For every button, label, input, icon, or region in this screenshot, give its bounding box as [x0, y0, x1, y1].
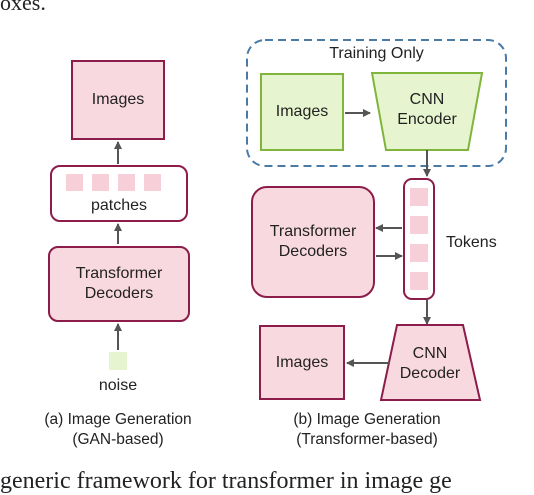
panel-a-caption-line1: (a) Image Generation: [44, 411, 192, 428]
panel-a-caption-line2: (GAN-based): [72, 431, 164, 449]
patch-cell: [92, 174, 109, 191]
panel-b-train-images-box: Images: [260, 73, 344, 151]
cnn-encoder-shape: [370, 72, 484, 151]
bottom-text-fragment: generic framework for transformer in ima…: [0, 468, 452, 494]
token-cell: [410, 216, 428, 234]
panel-b-caption-line1: (b) Image Generation: [293, 411, 441, 428]
panel-a-patches-label: patches: [90, 197, 148, 214]
cnn-decoder-label: CNN Decoder: [399, 345, 461, 382]
cnn-encoder-label: CNN Encoder: [397, 91, 457, 128]
patch-cell: [118, 174, 135, 191]
panel-b-decoders-label: Transformer Decoders: [269, 223, 357, 260]
panel-a-patches-box: patches: [50, 165, 188, 222]
panel-a-caption: (a) Image Generation (GAN-based): [18, 410, 218, 450]
panel-b-out-images-box: Images: [259, 325, 345, 400]
panel-a-images-box: Images: [71, 60, 165, 140]
tokens-column: [403, 178, 435, 300]
training-only-label: Training Only: [329, 45, 424, 62]
panel-b-caption-line2: (Transformer-based): [296, 431, 438, 449]
cnn-decoder-shape: [379, 324, 482, 401]
patch-cell: [144, 174, 161, 191]
panel-b-out-images-label: Images: [275, 353, 329, 371]
panel-b-caption: (b) Image Generation (Transformer-based): [262, 410, 472, 450]
panel-a-decoders-box: Transformer Decoders: [48, 246, 190, 322]
token-cell: [410, 188, 428, 206]
panel-a-noise-label: noise: [98, 377, 138, 394]
top-text-fragment: oxes.: [0, 0, 46, 15]
token-cell: [410, 272, 428, 290]
panel-a-images-label: Images: [91, 91, 145, 108]
tokens-label: Tokens: [446, 234, 497, 251]
panel-a-decoders-label: Transformer Decoders: [75, 265, 163, 302]
patch-cell: [66, 174, 83, 191]
panel-b-decoders-box: Transformer Decoders: [251, 186, 375, 298]
panel-b-train-images-label: Images: [275, 103, 329, 120]
token-cell: [410, 244, 428, 262]
training-only-region: [246, 39, 507, 167]
noise-square: [109, 352, 127, 370]
